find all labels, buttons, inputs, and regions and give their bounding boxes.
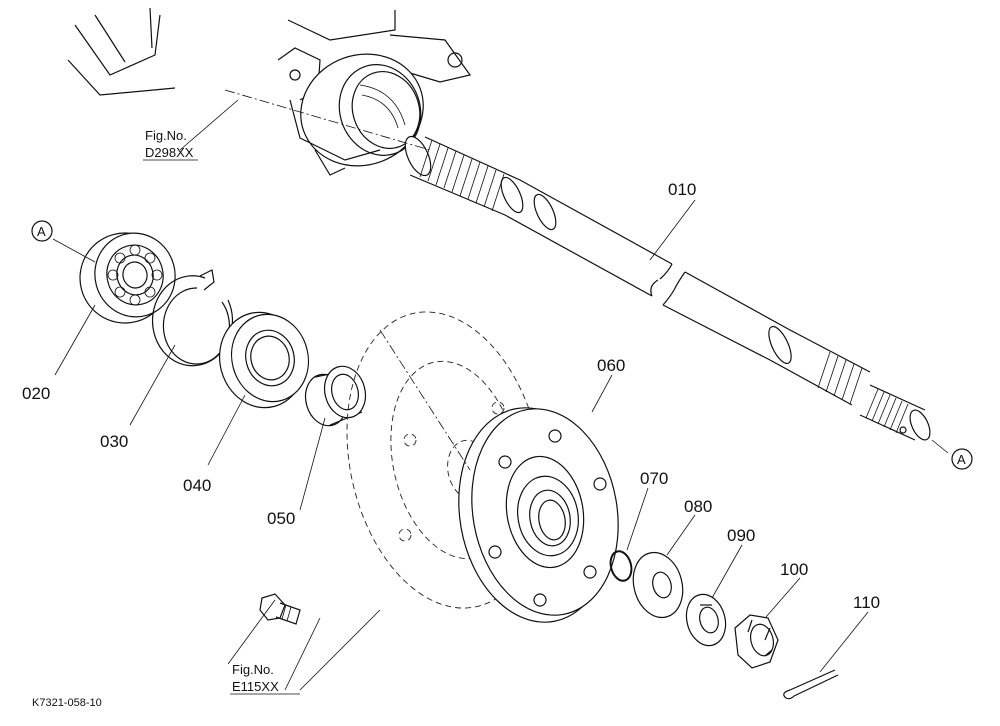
bearing-drawing <box>79 232 176 324</box>
figure-code: K7321-058-10 <box>32 697 102 709</box>
o-ring-drawing <box>609 550 633 582</box>
marker-a-right: A <box>951 448 973 470</box>
lock-washer-drawing <box>685 593 727 647</box>
hub-bolt-drawing <box>259 593 301 625</box>
callout-100: 100 <box>780 560 808 579</box>
fig-ref-bottom-line2: E115XX <box>232 679 279 694</box>
leader-lines <box>52 99 949 691</box>
callout-050: 050 <box>267 509 295 528</box>
fig-ref-top-line1: Fig.No. <box>145 128 187 143</box>
callout-080: 080 <box>684 497 712 516</box>
callout-090: 090 <box>727 526 755 545</box>
fig-ref-bottom-line1: Fig.No. <box>232 662 274 677</box>
washer-drawing <box>632 551 684 619</box>
hub-drawing <box>379 329 619 623</box>
callout-020: 020 <box>22 384 50 403</box>
axle-housing-drawing <box>67 7 472 176</box>
marker-a-left: A <box>31 220 53 242</box>
collar-drawing <box>304 365 367 427</box>
shaft-drawing <box>224 89 931 441</box>
svg-text:A: A <box>37 224 46 239</box>
callout-040: 040 <box>183 476 211 495</box>
callout-010: 010 <box>668 180 696 199</box>
callout-110: 110 <box>853 593 880 612</box>
svg-text:A: A <box>957 452 966 467</box>
castle-nut-drawing <box>734 614 779 669</box>
callout-070: 070 <box>640 469 668 488</box>
cotter-pin-drawing <box>783 669 839 700</box>
callout-060: 060 <box>597 356 625 375</box>
callout-030: 030 <box>100 432 128 451</box>
fig-ref-top-line2: D298XX <box>145 145 194 160</box>
oil-seal-drawing <box>218 311 310 409</box>
